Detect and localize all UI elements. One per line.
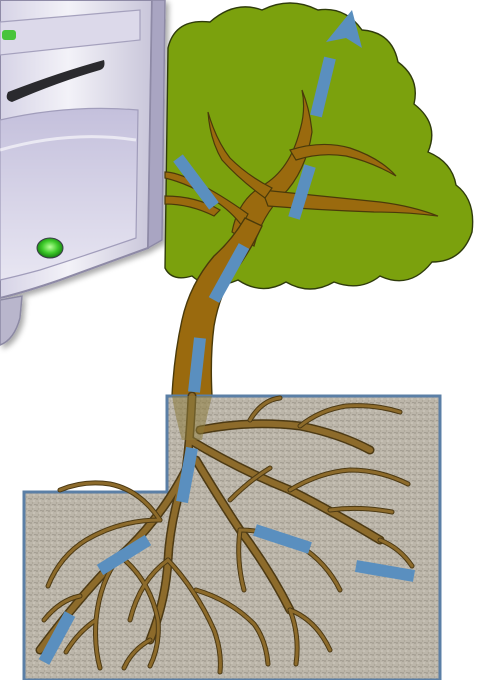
computer-icon bbox=[0, 0, 165, 345]
computer-power-led bbox=[37, 238, 63, 258]
computer-foot bbox=[0, 296, 22, 345]
flow-segment-trunk-1 bbox=[194, 338, 200, 392]
computer-indicator-led bbox=[2, 30, 16, 40]
